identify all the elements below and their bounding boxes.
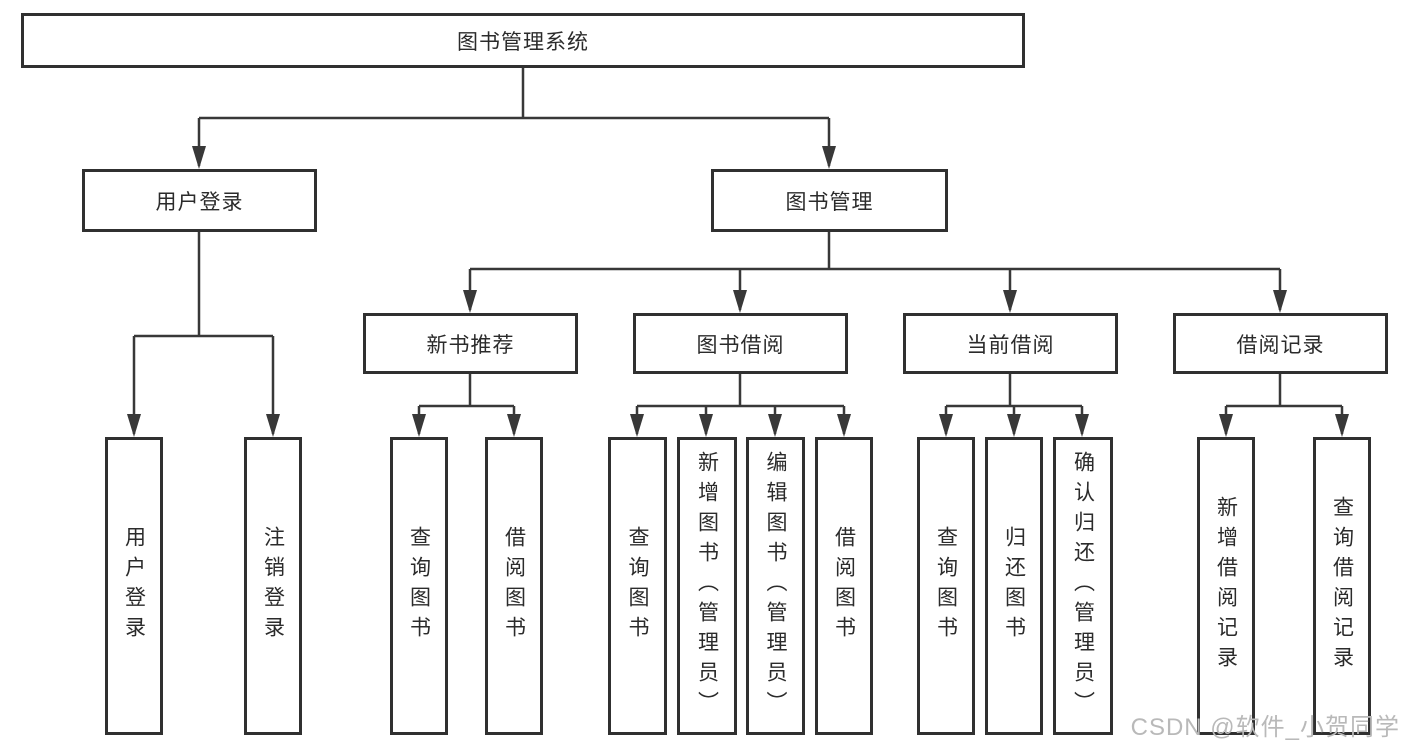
connector-paths bbox=[132, 68, 1344, 434]
node-user-login: 用户登录 bbox=[82, 169, 317, 232]
node-current-confirm-return-admin: 确认归还（管理员） bbox=[1053, 437, 1113, 735]
node-login-user: 用户登录 bbox=[105, 437, 163, 735]
node-borrow-query-books: 查询图书 bbox=[608, 437, 667, 735]
node-label: 借阅图书 bbox=[832, 526, 856, 646]
node-new-book-recommend: 新书推荐 bbox=[363, 313, 578, 374]
node-borrow-add-books-admin: 新增图书（管理员） bbox=[677, 437, 737, 735]
node-book-borrow: 图书借阅 bbox=[633, 313, 848, 374]
node-label: 图书借阅 bbox=[696, 333, 785, 357]
node-label: 用户登录 bbox=[122, 526, 146, 646]
node-label: 查询图书 bbox=[407, 526, 431, 646]
node-current-borrow: 当前借阅 bbox=[903, 313, 1118, 374]
node-label: 借阅记录 bbox=[1236, 333, 1325, 357]
node-recommend-query-books: 查询图书 bbox=[390, 437, 448, 735]
node-label: 查询图书 bbox=[934, 526, 958, 646]
node-current-query-books: 查询图书 bbox=[917, 437, 975, 735]
node-label: 图书管理 bbox=[785, 190, 874, 214]
node-borrow-records: 借阅记录 bbox=[1173, 313, 1388, 374]
node-label: 注销登录 bbox=[261, 526, 285, 646]
node-label: 新增图书（管理员） bbox=[695, 451, 719, 721]
arrowheads bbox=[127, 146, 1349, 437]
node-label: 归还图书 bbox=[1002, 526, 1026, 646]
node-label: 借阅图书 bbox=[502, 526, 526, 646]
node-label: 图书管理系统 bbox=[457, 30, 589, 54]
node-label: 编辑图书（管理员） bbox=[764, 451, 787, 721]
node-records-query-record: 查询借阅记录 bbox=[1313, 437, 1371, 735]
node-records-add-record: 新增借阅记录 bbox=[1197, 437, 1255, 735]
node-label: 用户登录 bbox=[155, 190, 244, 214]
node-label: 查询借阅记录 bbox=[1330, 496, 1354, 676]
node-label: 新书推荐 bbox=[426, 333, 515, 357]
node-book-management: 图书管理 bbox=[711, 169, 948, 232]
node-label: 当前借阅 bbox=[966, 333, 1055, 357]
node-label: 查询图书 bbox=[626, 526, 649, 646]
node-label: 新增借阅记录 bbox=[1214, 496, 1238, 676]
node-borrow-edit-books-admin: 编辑图书（管理员） bbox=[746, 437, 805, 735]
watermark: CSDN @软件_小贺同学 bbox=[1130, 714, 1400, 741]
node-current-return-books: 归还图书 bbox=[985, 437, 1043, 735]
node-recommend-borrow-books: 借阅图书 bbox=[485, 437, 543, 735]
node-root: 图书管理系统 bbox=[21, 13, 1025, 68]
node-borrow-borrow-books: 借阅图书 bbox=[815, 437, 873, 735]
node-label: 确认归还（管理员） bbox=[1071, 451, 1095, 721]
node-login-logout: 注销登录 bbox=[244, 437, 302, 735]
